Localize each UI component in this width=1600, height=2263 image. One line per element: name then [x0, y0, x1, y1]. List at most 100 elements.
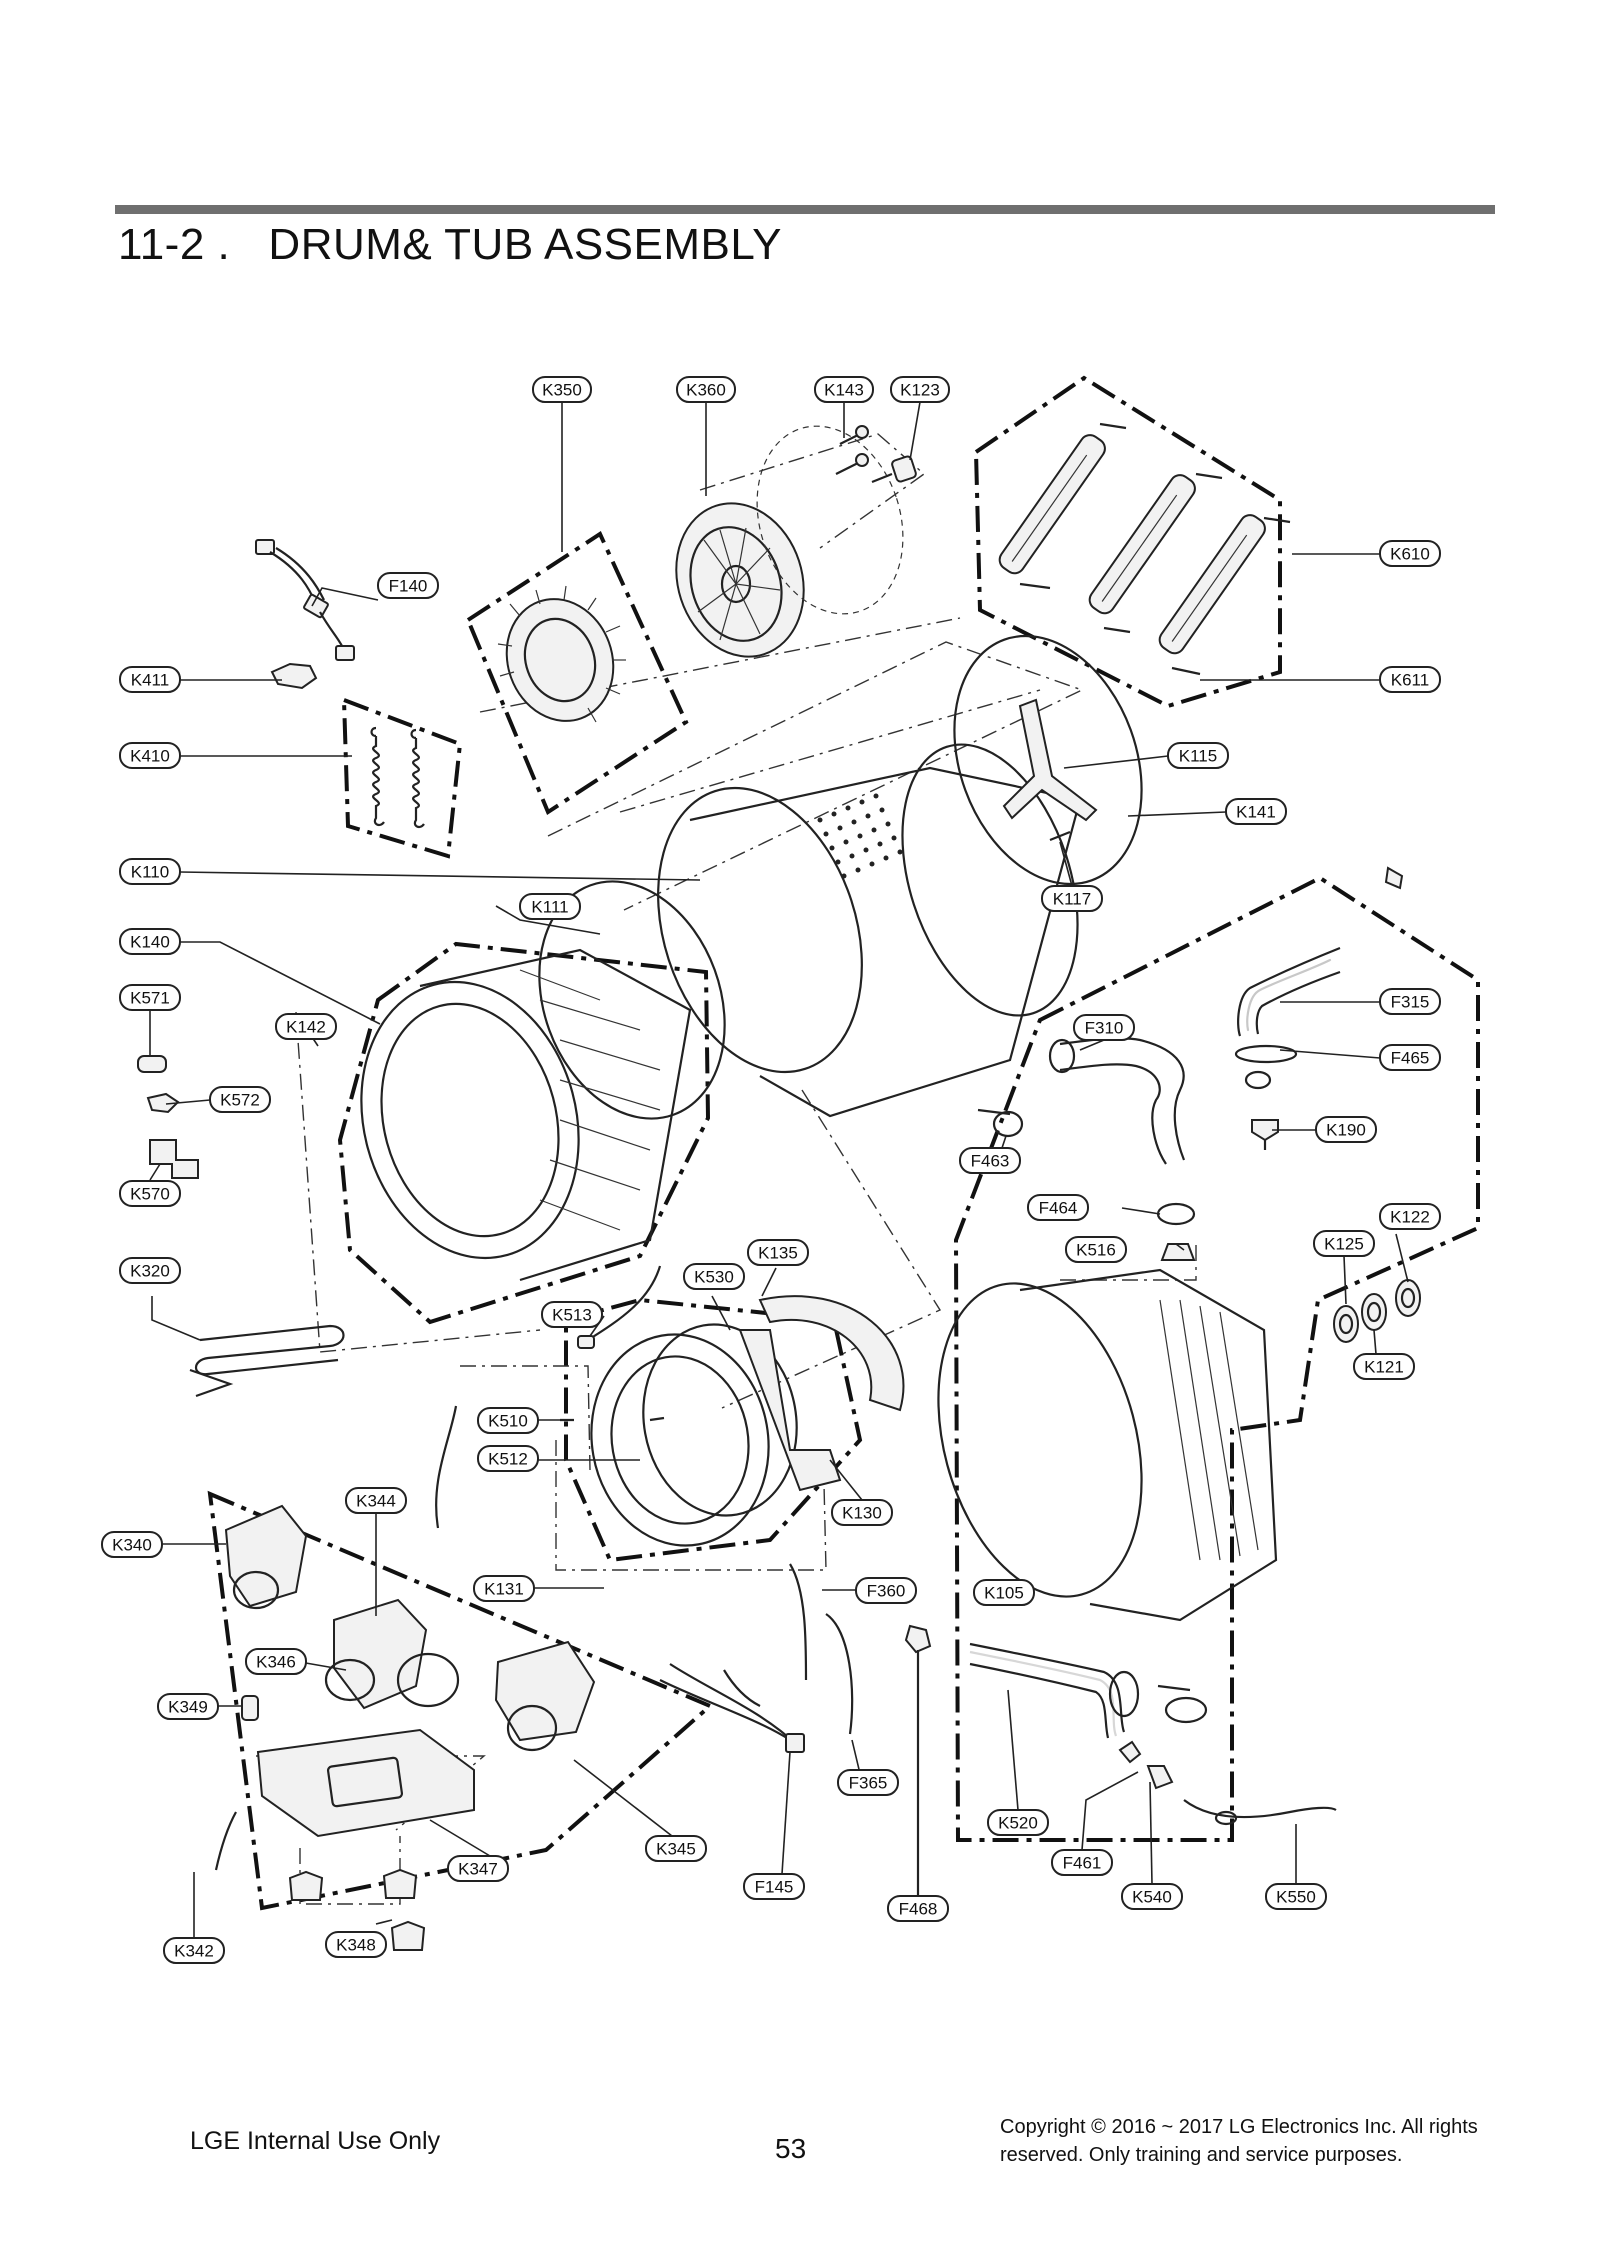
callout-k110: K110	[119, 858, 181, 885]
callout-k340: K340	[101, 1531, 163, 1558]
callout-k550: K550	[1265, 1883, 1327, 1910]
svg-text:K130: K130	[842, 1504, 882, 1523]
callout-k571: K571	[119, 984, 181, 1011]
footer-internal-use: LGE Internal Use Only	[190, 2127, 441, 2155]
tub-rear	[937, 1268, 1278, 1622]
part-drawings	[137, 422, 1421, 1951]
boundary-damper-group	[973, 375, 1282, 709]
svg-text:K540: K540	[1132, 1888, 1172, 1907]
callout-f310: F310	[1073, 1014, 1135, 1041]
rotor	[675, 425, 904, 658]
callout-k516: K516	[1065, 1236, 1127, 1263]
callout-k530: K530	[683, 1263, 745, 1290]
heater	[189, 1324, 345, 1398]
callout-k105: K105	[973, 1579, 1035, 1606]
callout-k141: K141	[1225, 798, 1287, 825]
callout-k570: K570	[119, 1180, 181, 1207]
small-fittings-left	[137, 1055, 199, 1179]
rotor-bolts	[835, 425, 917, 484]
svg-text:K348: K348	[336, 1936, 376, 1955]
svg-text:K530: K530	[694, 1268, 734, 1287]
svg-text:K340: K340	[112, 1536, 152, 1555]
section-title: 11-2 . DRUM& TUB ASSEMBLY	[118, 220, 782, 269]
callout-k115: K115	[1167, 742, 1229, 769]
svg-text:F463: F463	[971, 1152, 1010, 1171]
svg-text:K345: K345	[656, 1840, 696, 1859]
drum	[657, 743, 1082, 1118]
top-rule	[115, 205, 1495, 214]
svg-text:F461: F461	[1063, 1854, 1102, 1873]
callout-f315: F315	[1379, 988, 1441, 1015]
bearing-seals	[1333, 1279, 1421, 1343]
callout-f461: F461	[1051, 1849, 1113, 1876]
svg-text:K342: K342	[174, 1942, 214, 1961]
valve-f468	[904, 1624, 932, 1896]
sensor-k513	[577, 1265, 662, 1349]
boundary-spring-group	[341, 697, 463, 859]
callout-k513: K513	[541, 1301, 603, 1328]
page-number: 53	[775, 2133, 807, 2164]
callout-k135: K135	[747, 1239, 809, 1266]
callout-k349: K349	[157, 1693, 219, 1720]
callout-k572: K572	[209, 1086, 271, 1113]
callout-f468: F468	[887, 1895, 949, 1922]
svg-text:K135: K135	[758, 1244, 798, 1263]
tub-front	[360, 948, 692, 1282]
rear-gasket-and-spider	[953, 634, 1143, 886]
svg-text:K510: K510	[488, 1412, 528, 1431]
boundary-pump-group	[207, 1490, 714, 1911]
svg-text:K610: K610	[1390, 545, 1430, 564]
boundary-gasket-group	[564, 1297, 863, 1563]
callout-k123: K123	[890, 376, 950, 403]
callout-k125: K125	[1313, 1230, 1375, 1257]
svg-text:K142: K142	[286, 1018, 326, 1037]
door-gasket	[560, 1295, 905, 1547]
spider-hub	[497, 585, 626, 723]
svg-text:F140: F140	[389, 577, 428, 596]
svg-text:K572: K572	[220, 1091, 260, 1110]
harness-f145	[659, 1663, 805, 1753]
svg-text:K344: K344	[356, 1492, 396, 1511]
svg-text:K350: K350	[542, 381, 582, 400]
callout-k350: K350	[532, 376, 592, 403]
svg-text:F365: F365	[849, 1774, 888, 1793]
svg-text:K320: K320	[130, 1262, 170, 1281]
boundary-hub-group	[465, 531, 689, 815]
callout-k345: K345	[645, 1835, 707, 1862]
footer-copyright: Copyright © 2016 ~ 2017 LG Electronics I…	[1000, 2116, 1478, 2166]
callout-k143: K143	[814, 376, 874, 403]
svg-text:K349: K349	[168, 1698, 208, 1717]
svg-text:K115: K115	[1179, 747, 1217, 766]
svg-text:K105: K105	[984, 1584, 1024, 1603]
callout-k111: K111	[519, 893, 581, 920]
svg-text:K516: K516	[1076, 1241, 1116, 1260]
callout-k344: K344	[345, 1487, 407, 1514]
svg-text:K190: K190	[1326, 1121, 1366, 1140]
callout-f463: F463	[959, 1147, 1021, 1174]
callout-k140: K140	[119, 928, 181, 955]
svg-text:K571: K571	[130, 989, 170, 1008]
callout-k411: K411	[119, 666, 181, 693]
lower-right-parts	[969, 1642, 1337, 1826]
svg-text:K140: K140	[130, 933, 170, 952]
svg-text:K122: K122	[1390, 1208, 1430, 1227]
callout-k346: K346	[245, 1648, 307, 1675]
svg-text:K110: K110	[131, 863, 169, 882]
clip-k411	[270, 662, 318, 690]
svg-text:K347: K347	[458, 1860, 498, 1879]
callout-f464: F464	[1027, 1194, 1089, 1221]
svg-text:K125: K125	[1324, 1235, 1364, 1254]
svg-text:K411: K411	[131, 671, 169, 690]
svg-text:K131: K131	[484, 1580, 524, 1599]
guide-lines	[256, 433, 1197, 1905]
svg-text:K520: K520	[998, 1814, 1038, 1833]
svg-text:F315: F315	[1391, 993, 1430, 1012]
svg-text:K513: K513	[552, 1306, 592, 1325]
svg-text:F360: F360	[867, 1582, 906, 1601]
callouts: K350 K360 K143 K123 F140 K610 K411 K611 …	[101, 376, 1441, 1964]
ring-k111	[538, 880, 726, 1120]
callout-k360: K360	[676, 376, 736, 403]
shock-absorbers	[998, 422, 1291, 676]
callout-k131: K131	[473, 1575, 535, 1602]
